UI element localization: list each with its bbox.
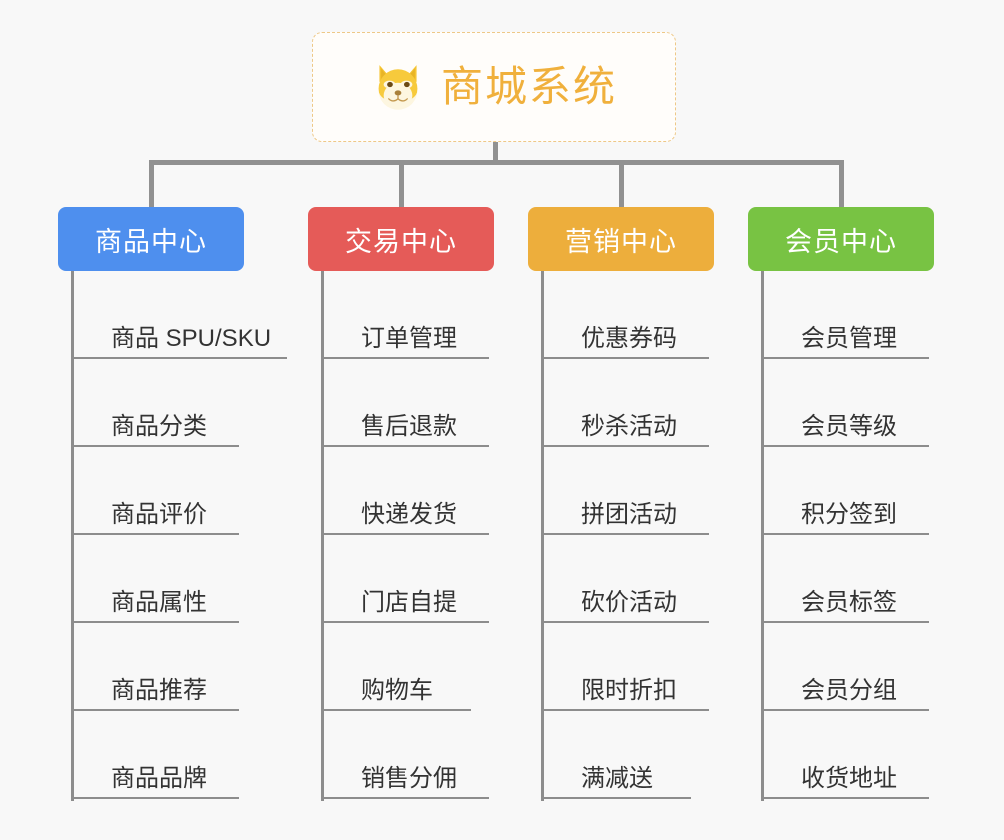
leaf-item[interactable]: 收货地址 [761, 711, 929, 799]
leaf-item-label: 商品属性 [111, 588, 207, 616]
leaf-item[interactable]: 积分签到 [761, 447, 929, 535]
leaf-item[interactable]: 商品分类 [71, 359, 239, 447]
leaf-item[interactable]: 商品推荐 [71, 623, 239, 711]
leaf-item[interactable]: 订单管理 [321, 271, 489, 359]
leaf-item-label: 商品推荐 [111, 676, 207, 704]
leaf-item-label: 售后退款 [361, 412, 457, 440]
leaf-item-label: 商品 SPU/SKU [111, 324, 272, 352]
leaf-item-label: 快递发货 [361, 500, 457, 528]
branch-trunk-line [761, 271, 764, 801]
branch-drop-connector-4 [839, 160, 844, 208]
leaf-item-label: 门店自提 [361, 588, 457, 616]
branch-drop-connector-2 [399, 160, 404, 208]
leaf-item[interactable]: 购物车 [321, 623, 471, 711]
leaf-item[interactable]: 满减送 [541, 711, 691, 799]
leaf-item-label: 商品分类 [111, 412, 207, 440]
leaf-list: 会员管理会员等级积分签到会员标签会员分组收货地址 [761, 271, 991, 799]
leaf-list: 优惠券码秒杀活动拼团活动砍价活动限时折扣满减送 [541, 271, 771, 799]
leaf-item-label: 积分签到 [801, 500, 897, 528]
horizontal-rail-connector [149, 160, 841, 165]
leaf-item[interactable]: 会员等级 [761, 359, 929, 447]
category-label: 商品中心 [95, 226, 207, 257]
root-node[interactable]: 商城系统 [312, 32, 676, 142]
leaf-item-label: 优惠券码 [581, 324, 677, 352]
leaf-item[interactable]: 优惠券码 [541, 271, 709, 359]
leaf-item[interactable]: 会员分组 [761, 623, 929, 711]
root-title: 商城系统 [440, 63, 617, 110]
category-label: 交易中心 [345, 226, 457, 257]
leaf-list: 商品 SPU/SKU 商品分类商品评价商品属性商品推荐商品品牌 [71, 271, 301, 799]
category-box-1[interactable]: 商品中心 [58, 207, 244, 271]
leaf-item[interactable]: 商品属性 [71, 535, 239, 623]
leaf-item-label: 收货地址 [801, 764, 897, 792]
leaf-item-label: 会员标签 [801, 588, 897, 616]
shiba-dog-face-icon [378, 65, 418, 110]
leaf-item[interactable]: 会员标签 [761, 535, 929, 623]
leaf-item-label: 会员分组 [801, 676, 897, 704]
leaf-item-label: 限时折扣 [581, 676, 677, 704]
leaf-item-label: 商品品牌 [111, 764, 207, 792]
leaf-item-label: 秒杀活动 [581, 412, 677, 440]
root-stem-connector [493, 142, 498, 164]
leaf-item-label: 会员等级 [801, 412, 897, 440]
leaf-item-label: 订单管理 [361, 324, 457, 352]
category-label: 营销中心 [565, 226, 677, 257]
category-box-2[interactable]: 交易中心 [308, 207, 494, 271]
leaf-item-label: 购物车 [361, 676, 433, 704]
branch-column-2: 订单管理售后退款快递发货门店自提购物车销售分佣 [321, 271, 551, 831]
leaf-item[interactable]: 商品品牌 [71, 711, 239, 799]
leaf-item-label: 商品评价 [111, 500, 207, 528]
leaf-item-label: 拼团活动 [581, 500, 677, 528]
branch-drop-connector-3 [619, 160, 624, 208]
leaf-item[interactable]: 会员管理 [761, 271, 929, 359]
branch-trunk-line [71, 271, 74, 801]
leaf-item[interactable]: 砍价活动 [541, 535, 709, 623]
leaf-list: 订单管理售后退款快递发货门店自提购物车销售分佣 [321, 271, 551, 799]
leaf-item[interactable]: 门店自提 [321, 535, 489, 623]
category-box-3[interactable]: 营销中心 [528, 207, 714, 271]
leaf-item-label: 销售分佣 [361, 764, 457, 792]
branch-drop-connector-1 [149, 160, 154, 208]
leaf-item[interactable]: 快递发货 [321, 447, 489, 535]
leaf-item[interactable]: 秒杀活动 [541, 359, 709, 447]
branch-column-4: 会员管理会员等级积分签到会员标签会员分组收货地址 [761, 271, 991, 831]
leaf-item-label: 满减送 [581, 764, 653, 792]
leaf-item[interactable]: 商品评价 [71, 447, 239, 535]
branch-column-1: 商品 SPU/SKU 商品分类商品评价商品属性商品推荐商品品牌 [71, 271, 301, 831]
branch-trunk-line [321, 271, 324, 801]
leaf-item[interactable]: 售后退款 [321, 359, 489, 447]
category-box-4[interactable]: 会员中心 [748, 207, 934, 271]
category-label: 会员中心 [785, 226, 897, 257]
leaf-item[interactable]: 拼团活动 [541, 447, 709, 535]
leaf-item[interactable]: 限时折扣 [541, 623, 709, 711]
leaf-item-label: 砍价活动 [581, 588, 677, 616]
branch-trunk-line [541, 271, 544, 801]
leaf-item[interactable]: 销售分佣 [321, 711, 489, 799]
leaf-item-label: 会员管理 [801, 324, 897, 352]
branch-column-3: 优惠券码秒杀活动拼团活动砍价活动限时折扣满减送 [541, 271, 771, 831]
leaf-item[interactable]: 商品 SPU/SKU [71, 271, 287, 359]
